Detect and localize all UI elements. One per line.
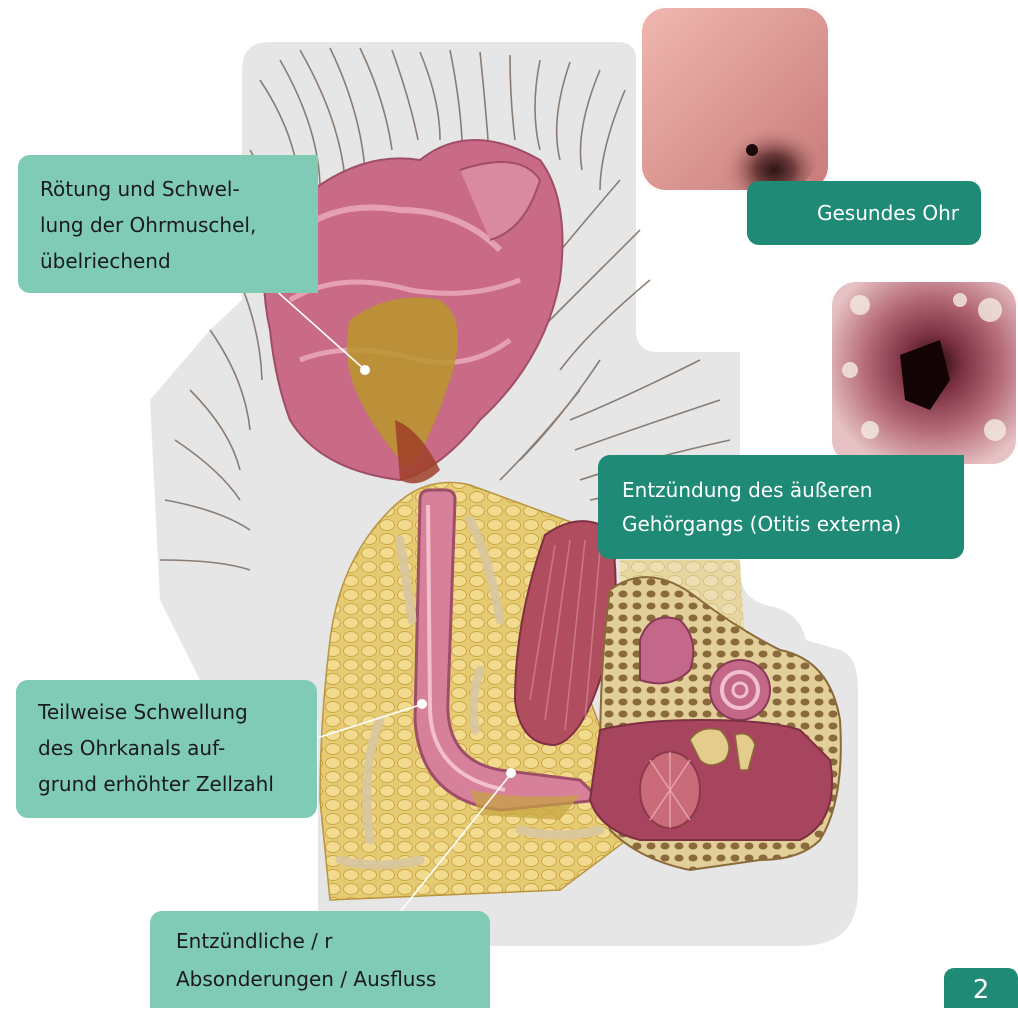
label-line: lung der Ohrmuschel,	[40, 207, 296, 243]
label-line: Entzündliche / r	[176, 922, 464, 960]
label-line: grund erhöhter Zellzahl	[38, 766, 295, 802]
healthy-ear-photo	[640, 6, 830, 198]
label-line: Gesundes Ohr	[769, 198, 959, 228]
label-line: Absonderungen / Ausfluss	[176, 960, 464, 998]
label-discharge: Entzündliche / r Absonderungen / Ausflus…	[150, 911, 490, 1008]
label-line: Gehörgangs (Otitis externa)	[622, 507, 940, 541]
label-healthy-ear: Gesundes Ohr	[747, 181, 981, 245]
page-number: 2	[944, 968, 1018, 1008]
label-otitis-externa: Entzündung des äußeren Gehörgangs (Otiti…	[598, 455, 964, 559]
label-line: des Ohrkanals auf-	[38, 730, 295, 766]
label-line: Teilweise Schwellung	[38, 694, 295, 730]
label-line: Rötung und Schwel-	[40, 171, 296, 207]
label-pinna-redness: Rötung und Schwel- lung der Ohrmuschel, …	[18, 155, 318, 293]
label-line: übelriechend	[40, 243, 296, 279]
otitis-ear-photo	[830, 280, 1018, 466]
label-line: Entzündung des äußeren	[622, 473, 940, 507]
label-canal-swelling: Teilweise Schwellung des Ohrkanals auf- …	[16, 680, 317, 818]
